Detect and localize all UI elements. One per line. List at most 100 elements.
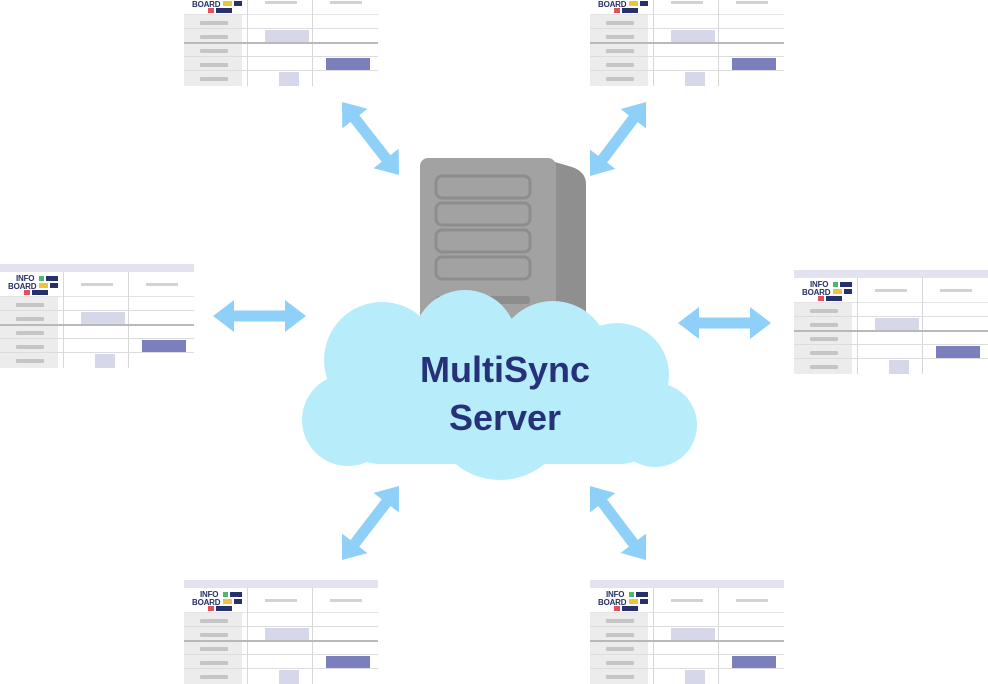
board-row-label [810, 365, 838, 369]
board-row-divider [590, 668, 784, 669]
board-row-label [810, 351, 838, 355]
board-header-divider [590, 612, 784, 613]
board-header-divider [794, 302, 988, 303]
board-row-divider [590, 654, 784, 655]
board-booking-cell [671, 30, 715, 42]
board-row-label [16, 345, 44, 349]
logo-bar-navy [840, 282, 852, 287]
logo-bar-navy [234, 1, 242, 6]
logo-square-green [833, 282, 838, 287]
board-row-label [606, 619, 634, 623]
board-row-divider [590, 626, 784, 627]
board-header-text [265, 1, 297, 4]
board-row-label [16, 331, 44, 335]
board-row-divider [0, 338, 194, 339]
server-label: MultiSync Server [360, 346, 650, 442]
board-topbar [0, 264, 194, 272]
board-row-divider [184, 28, 378, 29]
logo-line2: BOARD [192, 598, 221, 607]
board-row-divider [184, 654, 378, 655]
logo-line1: INFO [606, 0, 625, 1]
board-row-divider [794, 316, 988, 317]
logo-line2: BOARD [598, 0, 627, 9]
board-row-divider [0, 310, 194, 311]
board-booking-cell [279, 670, 299, 684]
logo-bar-navy [32, 290, 48, 295]
board-booking-cell [265, 628, 309, 640]
logo-square-red [614, 8, 620, 13]
logo-line1: INFO [200, 590, 219, 599]
board-row-label [606, 661, 634, 665]
logo-bar-navy [50, 283, 58, 288]
board-header-divider [0, 296, 194, 297]
board-header-text [146, 283, 178, 286]
logo-bar-yellow [629, 599, 638, 604]
board-row-divider [794, 358, 988, 359]
logo-bar-navy [844, 289, 852, 294]
board-booking-cell [732, 656, 776, 668]
board-booking-cell [936, 346, 980, 358]
board-row-divider [184, 668, 378, 669]
board-booking-cell [685, 72, 705, 86]
logo-bar-navy [622, 8, 638, 13]
board-row-label [16, 359, 44, 363]
board-row-label [200, 35, 228, 39]
board-booking-cell [81, 312, 125, 324]
board-row-label [16, 317, 44, 321]
board-row-label [810, 323, 838, 327]
logo-line1: INFO [606, 590, 625, 599]
board-booking-cell [265, 30, 309, 42]
logo-square-green [39, 276, 44, 281]
logo-square-red [208, 8, 214, 13]
board-row-divider [590, 56, 784, 57]
board-column-divider [312, 588, 313, 684]
logo-bar-navy [216, 606, 232, 611]
board-row-label [200, 661, 228, 665]
board-row-divider [794, 344, 988, 345]
board-row-label [200, 675, 228, 679]
board-row-label [200, 619, 228, 623]
board-column-divider [63, 272, 64, 368]
board-header-divider [184, 14, 378, 15]
board-row-label [200, 647, 228, 651]
logo-bar-yellow [223, 1, 232, 6]
board-column-divider [922, 278, 923, 374]
board-row-label [200, 77, 228, 81]
logo-bar-yellow [223, 599, 232, 604]
board-row-divider [184, 42, 378, 44]
logo-line2: BOARD [8, 282, 37, 291]
board-header-text [330, 1, 362, 4]
board-header-divider [590, 14, 784, 15]
board-row-divider [794, 330, 988, 332]
board-row-label [606, 647, 634, 651]
board-header-text [330, 599, 362, 602]
board-header-text [265, 599, 297, 602]
board-booking-cell [889, 360, 909, 374]
logo-square-green [223, 592, 228, 597]
board-header-text [81, 283, 113, 286]
board-row-divider [0, 324, 194, 326]
board-row-divider [590, 70, 784, 71]
board-row-divider [184, 56, 378, 57]
board-booking-cell [685, 670, 705, 684]
board-column-divider [247, 588, 248, 684]
board-header-text [671, 1, 703, 4]
board-topbar [184, 580, 378, 588]
board-booking-cell [732, 58, 776, 70]
board-row-label [810, 337, 838, 341]
board-row-label [200, 633, 228, 637]
logo-bar-yellow [39, 283, 48, 288]
board-header-text [736, 599, 768, 602]
board-row-label [606, 35, 634, 39]
board-row-divider [184, 70, 378, 71]
logo-line2: BOARD [802, 288, 831, 297]
board-header-text [940, 289, 972, 292]
board-header-text [875, 289, 907, 292]
logo-square-red [208, 606, 214, 611]
board-booking-cell [326, 58, 370, 70]
